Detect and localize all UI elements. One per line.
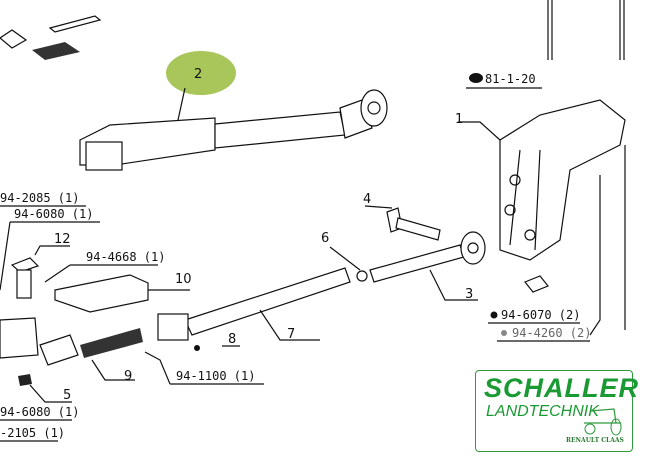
logo-subtitle: LANDTECHNIK xyxy=(486,403,599,420)
callout-12: 12 xyxy=(54,232,71,247)
ref-81-1-20: 81-1-20 xyxy=(485,72,536,86)
ref-94-6070: 94-6070 (2) xyxy=(501,308,580,322)
tractor-icon xyxy=(584,408,622,436)
ref-94-6080-top: 94-6080 (1) xyxy=(14,207,93,221)
callout-8: 8 xyxy=(228,332,236,347)
callout-5: 5 xyxy=(63,388,71,403)
ref-94-4260: 94-4260 (2) xyxy=(512,326,591,340)
callout-1: 1 xyxy=(455,112,463,127)
callout-10: 10 xyxy=(175,272,192,287)
callout-3: 3 xyxy=(465,287,473,302)
eye-icon xyxy=(469,73,483,83)
schaller-logo: SCHALLER LANDTECHNIK RENAULT CLAAS xyxy=(475,370,638,452)
ref-2105: -2105 (1) xyxy=(0,426,65,440)
callout-9: 9 xyxy=(124,369,132,384)
bracket-part xyxy=(458,0,626,336)
ref-94-2085: 94-2085 (1) xyxy=(0,191,79,205)
top-link-part xyxy=(79,89,388,171)
logo-brands: RENAULT CLAAS xyxy=(566,437,624,444)
callout-2: 2 xyxy=(194,67,202,82)
ref-94-1100: 94-1100 (1) xyxy=(176,369,255,383)
ref-94-4668: 94-4668 (1) xyxy=(86,250,165,264)
callout-6: 6 xyxy=(321,231,329,246)
callout-7: 7 xyxy=(287,327,295,342)
logo-name: SCHALLER xyxy=(484,373,639,403)
book-icon xyxy=(0,15,102,60)
highlight-circle xyxy=(166,51,236,95)
ref-94-6080-bottom: 94-6080 (1) xyxy=(0,405,79,419)
callout-4: 4 xyxy=(363,192,371,207)
